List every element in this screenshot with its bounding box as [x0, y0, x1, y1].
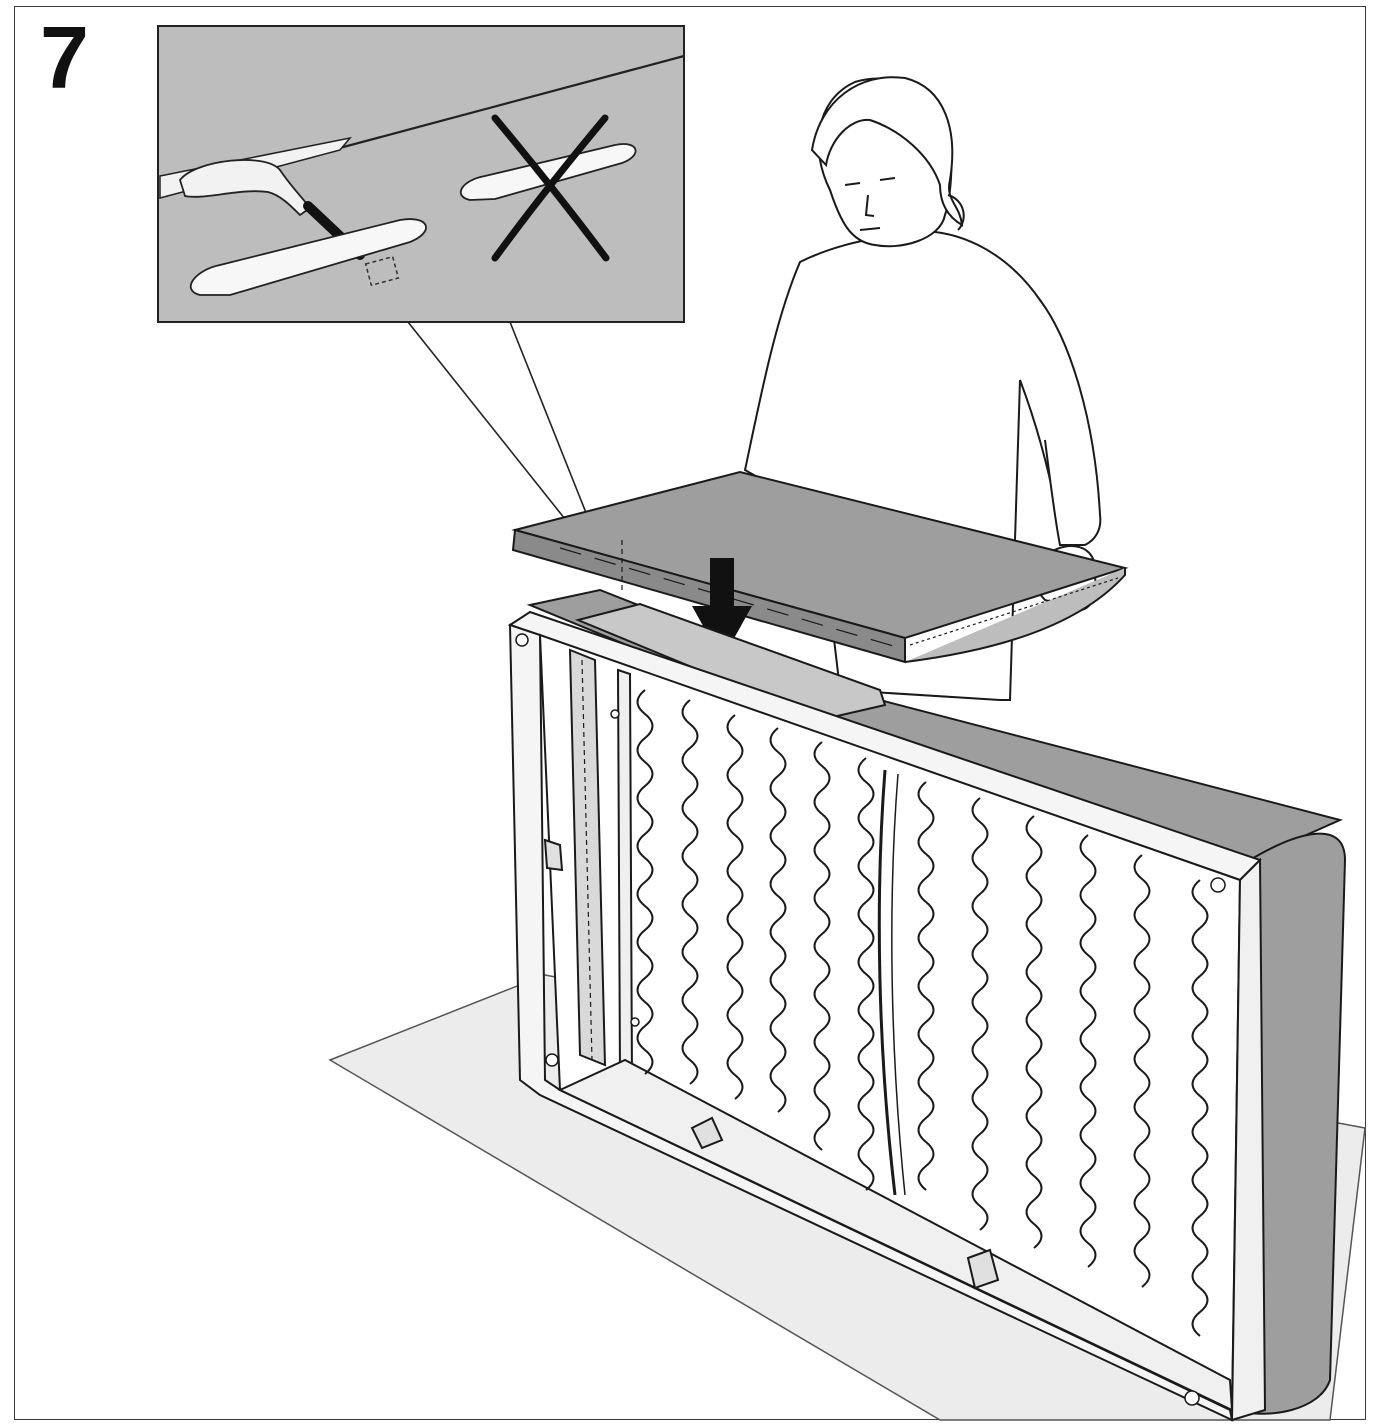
detail-callout-panel [157, 25, 685, 323]
spring-rows [636, 689, 1209, 1337]
cross-mark-icon [491, 114, 610, 262]
sofa-frame [507, 588, 1347, 1422]
step-number: 7 [40, 8, 89, 107]
seat-board [511, 470, 1129, 664]
page-frame [14, 6, 1366, 1420]
screws [515, 633, 1226, 1406]
